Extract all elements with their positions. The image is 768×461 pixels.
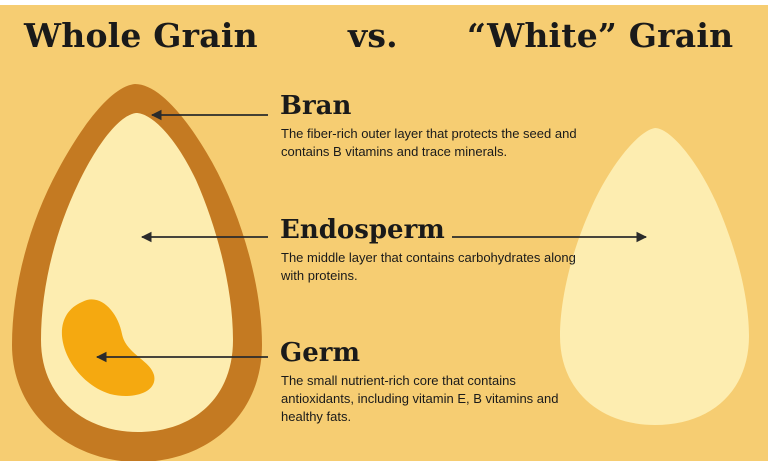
bran-description: The fiber-rich outer layer that protects… [281, 125, 581, 161]
germ-description: The small nutrient-rich core that contai… [281, 372, 581, 426]
white-grain-kernel [560, 128, 749, 425]
endosperm-description: The middle layer that contains carbohydr… [281, 249, 581, 285]
endosperm-label: Endosperm [280, 215, 445, 245]
germ-label: Germ [280, 338, 360, 368]
bran-label: Bran [280, 91, 351, 121]
